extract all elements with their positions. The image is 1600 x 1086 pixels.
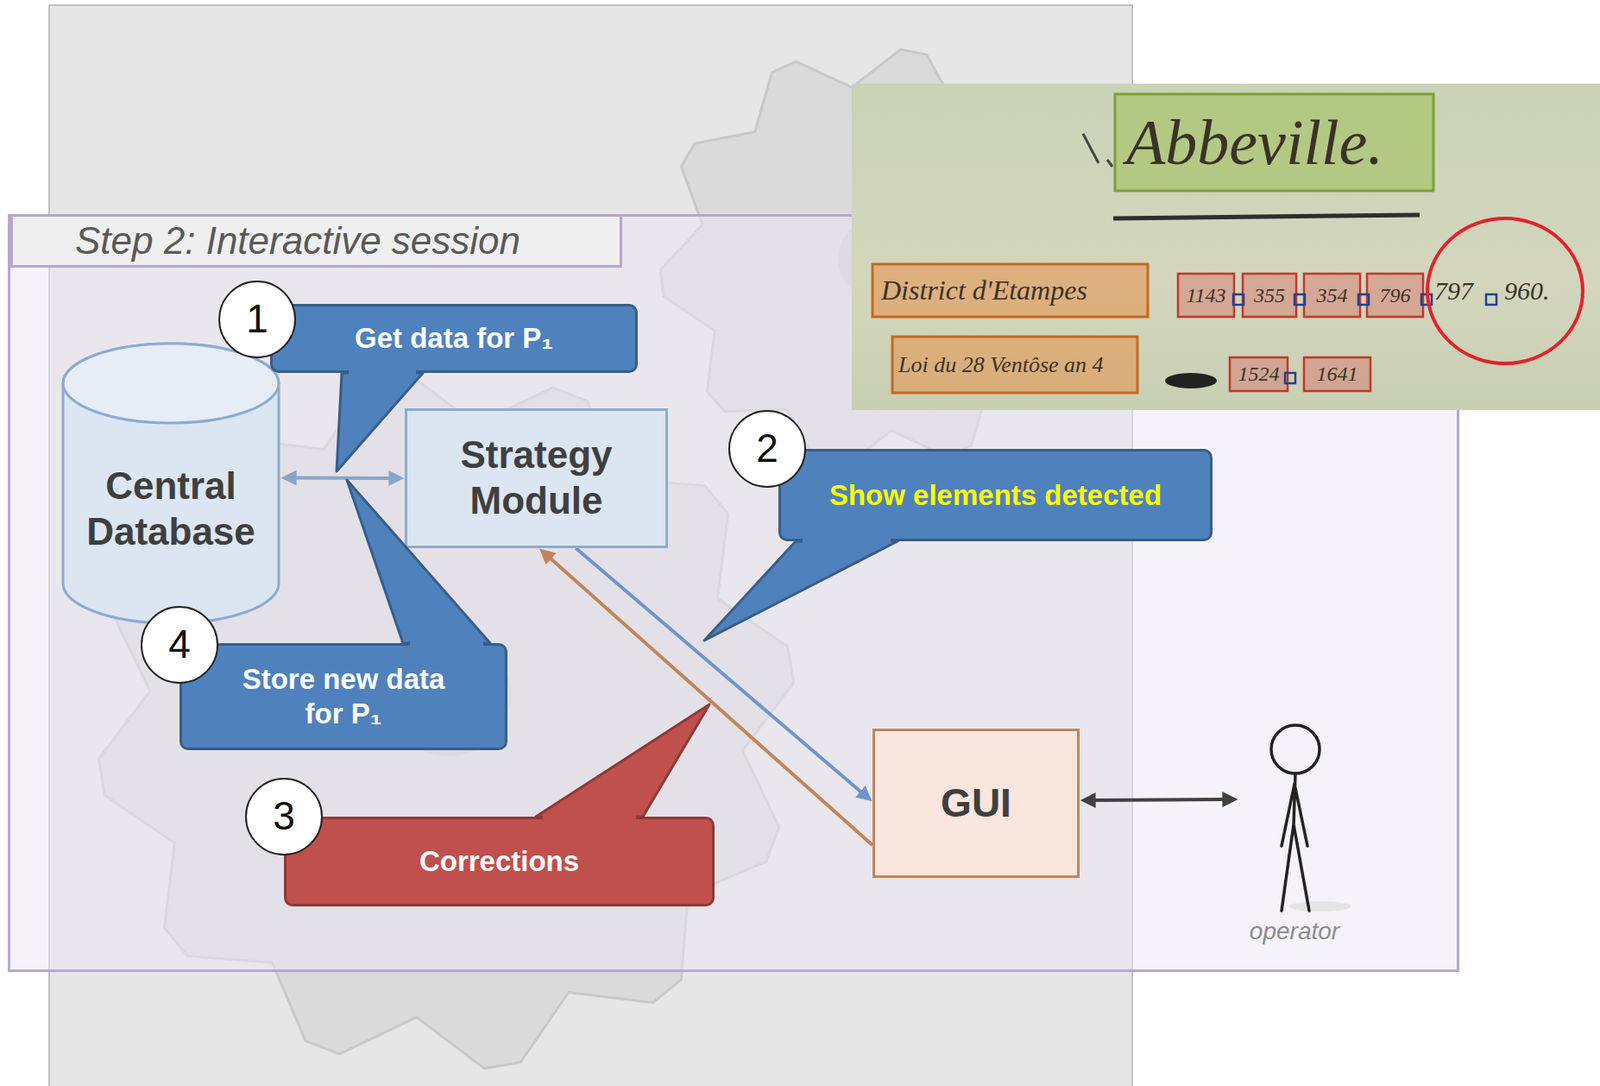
callout-box: Corrections bbox=[283, 816, 715, 907]
detected-number-box bbox=[1229, 357, 1288, 391]
label-holder: 796 bbox=[1366, 273, 1424, 317]
separator-marker bbox=[1294, 294, 1305, 305]
separator-marker bbox=[1486, 294, 1497, 305]
handwritten-number: 960. bbox=[1504, 275, 1550, 307]
module-label: Strategy Module bbox=[414, 432, 659, 524]
graphic-shape bbox=[535, 704, 710, 817]
graphic-shape bbox=[336, 372, 423, 472]
ink-underline bbox=[1113, 214, 1420, 219]
label-holder: Abbeville. bbox=[1126, 94, 1472, 191]
title-tab: Step 2: Interactive session bbox=[10, 214, 623, 268]
gui-box: GUI bbox=[872, 728, 1080, 878]
label-holder: 1641 bbox=[1303, 357, 1371, 391]
manuscript-image: Abbeville. District d'EtampesLoi du 28 Ve… bbox=[851, 83, 1600, 410]
graphic-shape bbox=[348, 369, 416, 376]
process-box: Strategy Module bbox=[404, 408, 668, 549]
label-holder: 1524 bbox=[1229, 357, 1288, 391]
callout-number: 3 bbox=[272, 792, 296, 840]
handwritten-number: 1524 bbox=[1238, 361, 1280, 387]
graphic-shape bbox=[1281, 773, 1310, 911]
graphic-shape bbox=[1289, 900, 1351, 912]
handwritten-text: Loi du 28 Ventôse an 4 bbox=[898, 351, 1104, 378]
callout-number: 2 bbox=[755, 424, 779, 473]
database-cylinder: Central Database bbox=[61, 341, 281, 625]
handwritten-number: 1143 bbox=[1185, 283, 1226, 309]
callout-box: Show elements detected bbox=[778, 448, 1213, 542]
detected-number-box bbox=[1242, 273, 1297, 317]
label-holder: 355 bbox=[1242, 273, 1297, 317]
gui-label: GUI bbox=[940, 779, 1012, 827]
graphic-shape bbox=[346, 479, 491, 643]
callout-text: Show elements detected bbox=[829, 478, 1162, 513]
callout-box: Store new data for P₁ bbox=[179, 642, 508, 750]
operator-figure: operator bbox=[1238, 716, 1351, 958]
operator-label: operator bbox=[1249, 916, 1340, 946]
detected-number-box bbox=[1177, 273, 1235, 317]
detected-text-box bbox=[892, 336, 1138, 393]
label-holder: 1143 bbox=[1177, 273, 1235, 317]
ink-mark bbox=[1083, 133, 1113, 167]
flow-arrow bbox=[293, 476, 392, 480]
graphic-shape bbox=[1271, 724, 1320, 774]
flow-arrow bbox=[1092, 797, 1226, 802]
ink-blot bbox=[1165, 372, 1217, 389]
callout-box: Get data for P₁ bbox=[270, 303, 638, 373]
handwritten-number: 354 bbox=[1316, 283, 1349, 309]
label-holder: 797 bbox=[1434, 269, 1487, 313]
detected-number-box bbox=[1303, 273, 1361, 317]
graphic-shape bbox=[802, 537, 891, 544]
callout-text: Get data for P₁ bbox=[354, 321, 554, 356]
graphic-shape bbox=[409, 640, 484, 647]
handwritten-number: 1641 bbox=[1316, 361, 1359, 387]
handwritten-text: District d'Etampes bbox=[881, 273, 1088, 307]
graphic-shape bbox=[542, 813, 637, 820]
separator-marker bbox=[1358, 294, 1369, 305]
label-holder: 354 bbox=[1303, 273, 1361, 317]
callout-circle: 2 bbox=[728, 409, 807, 488]
separator-marker bbox=[1285, 372, 1296, 384]
label-holder: District d'Etampes bbox=[881, 264, 1141, 317]
callout-circle: 4 bbox=[140, 605, 219, 684]
label-holder: Loi du 28 Ventôse an 4 bbox=[898, 336, 1134, 393]
callout-circle: 1 bbox=[218, 280, 297, 359]
flow-arrow bbox=[575, 548, 863, 794]
detected-title-box bbox=[1114, 94, 1434, 191]
missed-element-circle bbox=[1427, 218, 1583, 364]
detected-text-box bbox=[872, 264, 1148, 317]
label-holder: 960. bbox=[1504, 269, 1574, 313]
handwritten-number: 797 bbox=[1434, 275, 1474, 307]
graphic-shape bbox=[62, 343, 279, 624]
callout-circle: 3 bbox=[245, 777, 323, 856]
region-title: Step 2: Interactive session bbox=[75, 218, 521, 265]
callout-text: Corrections bbox=[419, 844, 580, 879]
handwritten-number: 355 bbox=[1253, 283, 1286, 309]
separator-marker bbox=[1233, 294, 1244, 305]
handwritten-number: 796 bbox=[1379, 283, 1412, 309]
graphic-shape bbox=[704, 541, 898, 641]
stick-figure bbox=[1238, 716, 1351, 917]
detected-number-box bbox=[1366, 273, 1424, 317]
handwritten-text: Abbeville. bbox=[1126, 104, 1384, 182]
database-label: Central Database bbox=[69, 463, 272, 555]
callout-number: 4 bbox=[168, 620, 191, 668]
detected-number-box bbox=[1303, 357, 1371, 391]
callout-text: Store new data for P₁ bbox=[225, 661, 462, 731]
callout-number: 1 bbox=[245, 295, 269, 343]
